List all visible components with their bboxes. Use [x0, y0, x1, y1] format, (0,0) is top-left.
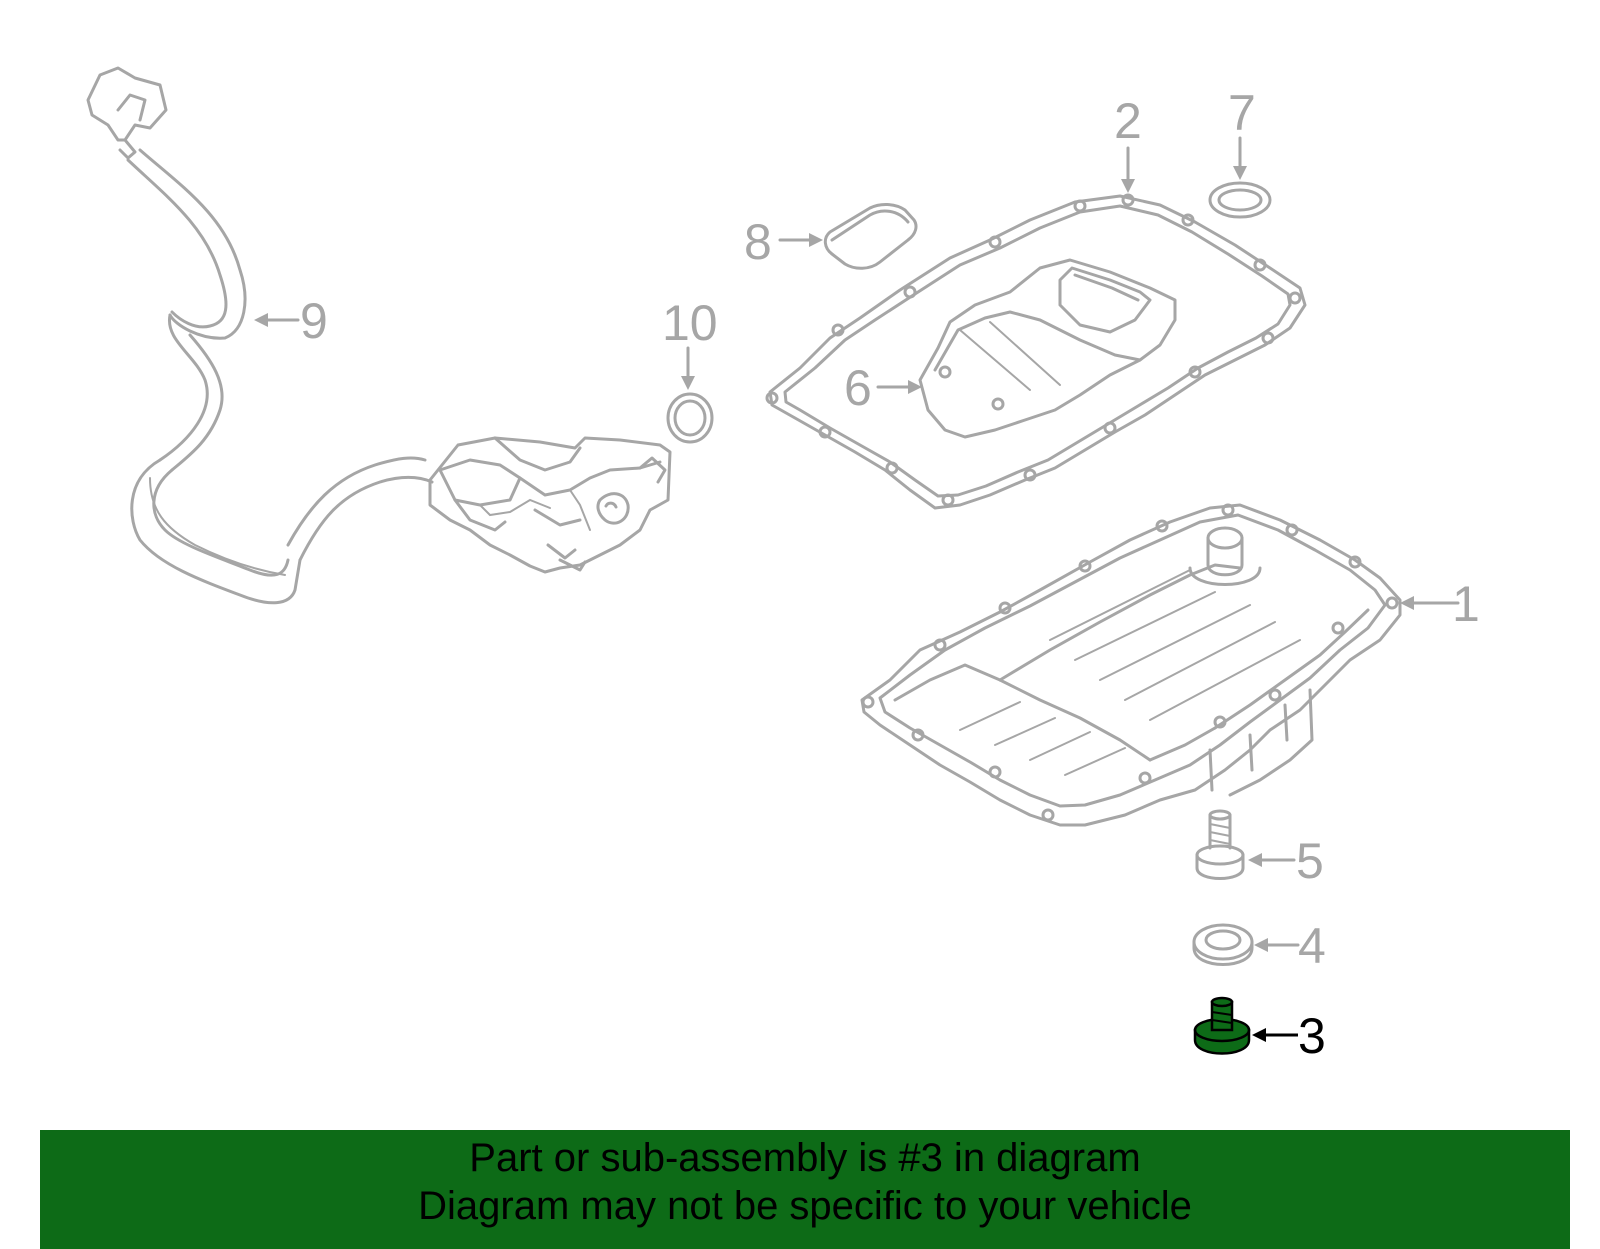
part-9-valve-body[interactable] [428, 436, 672, 574]
callout-label-4: 4 [1298, 918, 1326, 974]
callout-arrows [254, 136, 1460, 1042]
info-banner: Part or sub-assembly is #3 in diagram Di… [40, 1134, 1570, 1249]
info-banner-background [40, 1130, 1570, 1249]
callout-label-9: 9 [300, 293, 328, 349]
callout-labels: 1 2 3 4 5 6 7 8 9 10 [300, 85, 1480, 1064]
part-9-wiring-harness[interactable] [86, 66, 434, 605]
callout-label-10: 10 [662, 295, 718, 351]
callout-label-3[interactable]: 3 [1298, 1008, 1326, 1064]
callout-label-1: 1 [1452, 576, 1480, 632]
part-5-bolt[interactable] [1195, 809, 1245, 880]
part-4-washer[interactable] [1192, 923, 1254, 966]
callout-label-2: 2 [1114, 93, 1142, 149]
part-8-cap[interactable] [823, 203, 918, 270]
callout-label-8: 8 [744, 214, 772, 270]
part-1-oil-pan[interactable] [860, 503, 1402, 827]
part-10-o-ring[interactable] [666, 392, 714, 444]
banner-line-disclaimer: Diagram may not be specific to your vehi… [418, 1184, 1192, 1228]
callout-label-5: 5 [1296, 833, 1324, 889]
part-2-pan-gasket[interactable] [765, 193, 1307, 510]
part-6-filter[interactable] [918, 258, 1177, 439]
part-3-plug-highlighted[interactable] [1193, 996, 1251, 1055]
callout-label-6: 6 [844, 360, 872, 416]
part-7-seal-ring[interactable] [1208, 181, 1272, 219]
banner-line-part-reference: Part or sub-assembly is #3 in diagram [469, 1136, 1141, 1180]
callout-label-7: 7 [1228, 85, 1256, 141]
